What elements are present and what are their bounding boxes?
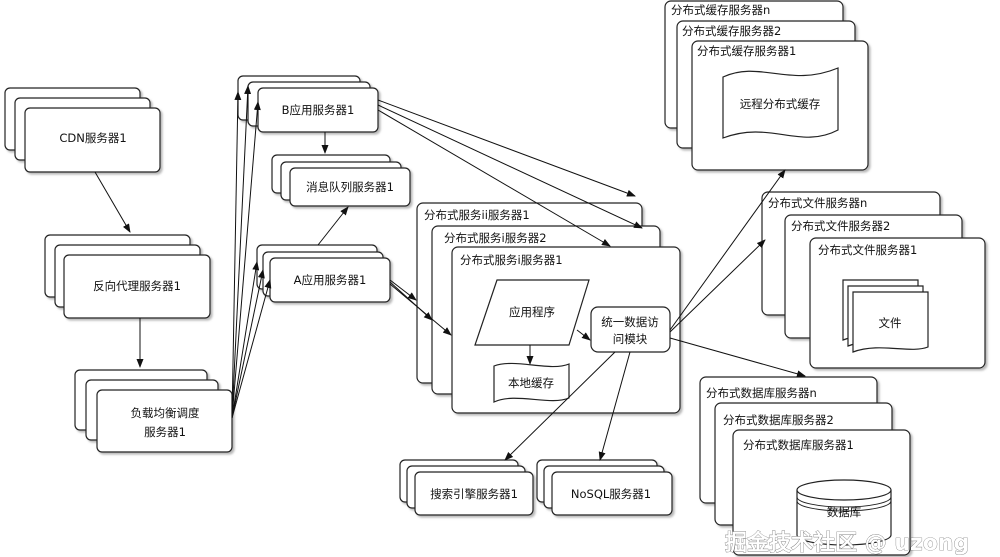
file-document-icon bbox=[842, 279, 929, 353]
file-server-stack: 分布式文件服务器n 分布式文件服务器2 分布式文件服务器1 文件 bbox=[761, 191, 986, 369]
app-a-label: A应用服务器1 bbox=[294, 273, 367, 287]
lb-label-line2: 服务器1 bbox=[144, 425, 186, 439]
cache-server-stack: 分布式缓存服务器n 分布式缓存服务器2 分布式缓存服务器1 远程分布式缓存 bbox=[664, 0, 869, 171]
watermark: 掘金技术社区 @ uzong bbox=[725, 530, 969, 556]
unified-label-line1: 统一数据访 bbox=[601, 315, 659, 329]
nosql-label: NoSQL服务器1 bbox=[571, 487, 651, 501]
database-server-stack: 分布式数据库服务器n 分布式数据库服务器2 分布式数据库服务器1 数据库 bbox=[699, 376, 911, 556]
cdn-server-stack: CDN服务器1 bbox=[4, 87, 161, 173]
file-n-label: 分布式文件服务器n bbox=[768, 196, 867, 210]
mq-stack: 消息队列服务器1 bbox=[271, 154, 411, 207]
load-balancer-stack: 负载均衡调度 服务器1 bbox=[74, 369, 233, 453]
nosql-stack: NoSQL服务器1 bbox=[536, 459, 673, 516]
mq-label: 消息队列服务器1 bbox=[306, 180, 394, 194]
local-cache-shape bbox=[493, 362, 570, 403]
cdn-label: CDN服务器1 bbox=[59, 131, 126, 145]
cache-n-label: 分布式缓存服务器n bbox=[671, 3, 770, 17]
search-engine-stack: 搜索引擎服务器1 bbox=[399, 459, 534, 516]
remote-cache-label: 远程分布式缓存 bbox=[740, 97, 821, 111]
app-b-label: B应用服务器1 bbox=[282, 103, 355, 117]
database-cylinder-icon bbox=[796, 479, 892, 546]
database-label: 数据库 bbox=[827, 505, 862, 519]
cache-1-label: 分布式缓存服务器1 bbox=[697, 44, 796, 58]
local-cache-label: 本地缓存 bbox=[508, 376, 554, 390]
file-1-label: 分布式文件服务器1 bbox=[818, 243, 917, 257]
proxy-label: 反向代理服务器1 bbox=[93, 279, 181, 293]
connection-arrows bbox=[94, 85, 806, 461]
svc-i1-label: 分布式服务i服务器1 bbox=[460, 253, 563, 267]
app-program-shape bbox=[474, 279, 590, 346]
app-program-label: 应用程序 bbox=[509, 305, 555, 319]
lb-label-line1: 负载均衡调度 bbox=[131, 406, 200, 420]
app-a-stack: A应用服务器1 bbox=[256, 244, 391, 303]
cache-2-label: 分布式缓存服务器2 bbox=[682, 24, 781, 38]
file-label: 文件 bbox=[879, 316, 902, 330]
db-1-label: 分布式数据库服务器1 bbox=[743, 438, 854, 452]
unified-label-line2: 问模块 bbox=[613, 332, 648, 346]
file-2-label: 分布式文件服务器2 bbox=[791, 219, 890, 233]
svc-ii-label: 分布式服务ii服务器1 bbox=[424, 208, 530, 222]
search-label: 搜索引擎服务器1 bbox=[430, 487, 518, 501]
db-2-label: 分布式数据库服务器2 bbox=[723, 413, 834, 427]
svc-i2-label: 分布式服务i服务器2 bbox=[444, 231, 547, 245]
remote-cache-shape bbox=[722, 67, 839, 139]
db-n-label: 分布式数据库服务器n bbox=[706, 386, 817, 400]
distributed-service-stack: 分布式服务ii服务器1 分布式服务i服务器2 分布式服务i服务器1 应用程序 统… bbox=[416, 202, 681, 414]
app-b-stack: B应用服务器1 bbox=[237, 75, 379, 133]
reverse-proxy-stack: 反向代理服务器1 bbox=[44, 234, 211, 319]
